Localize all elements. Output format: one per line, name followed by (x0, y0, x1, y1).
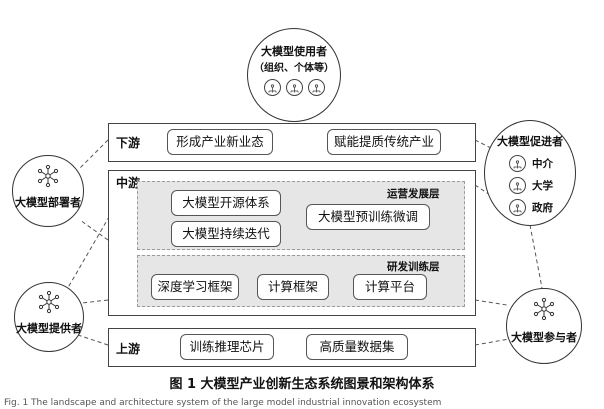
deployers-circle: 大模型部署者 (12, 155, 84, 227)
downstream-label: 下游 (116, 136, 141, 150)
users-circle: 大模型使用者 （组织、个体等） (247, 28, 341, 122)
participants-title: 大模型参与者 (511, 331, 577, 344)
network-icon (308, 79, 325, 96)
network-icon (509, 177, 526, 194)
downstream-item-traditional-industry: 赋能提质传统产业 (327, 129, 441, 155)
midstream-label: 中游 (116, 176, 141, 190)
provider-upstream-connector (77, 334, 109, 346)
training-item-compute-platform: 计算平台 (353, 274, 427, 300)
deployers-title: 大模型部署者 (15, 196, 81, 209)
upstream-item-datasets: 高质量数据集 (306, 334, 408, 360)
providers-title: 大模型提供者 (16, 322, 82, 335)
deployer-provider-connector (61, 197, 121, 299)
promoters-item-university: 大学 (532, 180, 553, 192)
network-icon (532, 297, 556, 321)
provider-midstream-connector (81, 299, 109, 304)
network-icon (264, 79, 281, 96)
users-title: 大模型使用者 (261, 45, 327, 58)
operations-item-continuous-iteration: 大模型持续迭代 (171, 221, 281, 247)
network-icon (36, 164, 60, 188)
network-icon (509, 199, 526, 216)
promoters-circle: 大模型促进者 中介 大学 政府 (484, 120, 576, 226)
training-item-compute-framework: 计算框架 (257, 274, 329, 300)
network-icon (37, 290, 61, 314)
operations-item-open-source: 大模型开源体系 (171, 190, 281, 216)
network-icon (509, 155, 526, 172)
training-item-deep-learning-framework: 深度学习框架 (151, 274, 239, 300)
operations-item-pretrain-finetune: 大模型预训练微调 (306, 204, 430, 230)
operations-label: 运营发展层 (387, 188, 440, 200)
deployer-downstream-connector (79, 139, 109, 169)
figure-caption-english: Fig. 1 The landscape and architecture sy… (4, 398, 442, 408)
providers-circle: 大模型提供者 (14, 282, 84, 352)
promoters-item-intermediary: 中介 (532, 158, 553, 170)
figure-caption: 图 1 大模型产业创新生态系统图景和架构体系 (169, 377, 435, 392)
participants-circle: 大模型参与者 (506, 288, 582, 364)
upstream-label: 上游 (116, 342, 141, 356)
promoter-participant-connector (529, 224, 543, 289)
downstream-item-new-business: 形成产业新业态 (167, 129, 273, 155)
training-label: 研发训练层 (387, 261, 440, 273)
upstream-item-chips: 训练推理芯片 (180, 334, 274, 360)
users-subtitle: （组织、个体等） (254, 63, 334, 74)
participant-midstream-connector (474, 299, 508, 306)
deployer-midstream-connector (79, 219, 109, 241)
upstream-layer (108, 328, 476, 367)
network-icon (286, 79, 303, 96)
promoters-title: 大模型促进者 (497, 135, 563, 148)
promoters-item-government: 政府 (532, 202, 553, 214)
